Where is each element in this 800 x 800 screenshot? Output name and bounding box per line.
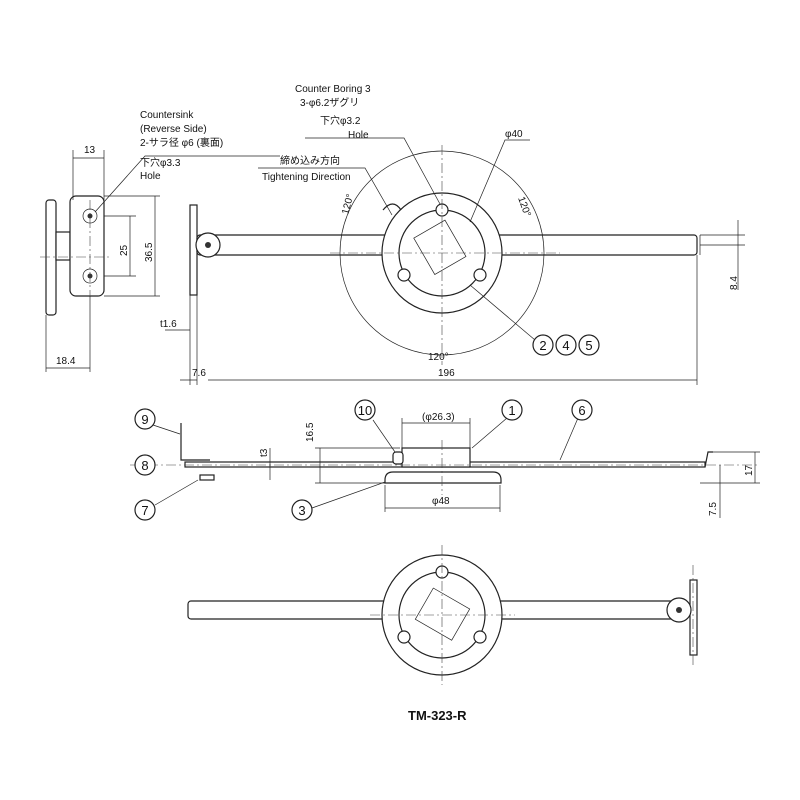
countersink-line-2: (Reverse Side) [140, 124, 207, 135]
part-7: 7 [141, 503, 148, 518]
part-4: 4 [562, 338, 569, 353]
dim-phi40: φ40 [505, 129, 523, 140]
part-1: 1 [508, 403, 515, 418]
model-title: TM-323-R [408, 708, 467, 723]
dim-t3: t3 [259, 448, 270, 457]
side-view: 13 25 36.5 18.4 Countersink (Reverse Sid… [40, 110, 280, 372]
tightening-jp: 締め込み方向 [280, 154, 340, 167]
countersink-line-5: Hole [140, 171, 161, 182]
dim-phi26-3: (φ26.3) [422, 412, 455, 423]
part-10: 10 [358, 403, 372, 418]
dim-7-5: 7.5 [708, 502, 719, 516]
countersink-line-3: 2-サラ径 φ6 (裏面) [140, 136, 223, 149]
angle-120-left: 120° [340, 193, 356, 216]
part-callouts-elevation: 9 8 7 10 1 6 3 [134, 399, 593, 521]
counterbore-line-2: 3-φ6.2ザグリ [300, 96, 359, 109]
counterbore-line-3: 下穴φ3.2 [320, 114, 361, 127]
dim-13: 13 [84, 145, 96, 156]
tightening-en: Tightening Direction [262, 172, 351, 183]
angle-120-bottom: 120° [428, 352, 449, 363]
counterbore-line-4: Hole [348, 130, 369, 141]
countersink-line-4: 下穴φ3.3 [140, 156, 181, 169]
dim-196: 196 [438, 368, 455, 379]
dim-8-4: 8.4 [729, 276, 740, 290]
counterbore-line-1: Counter Boring 3 [295, 84, 371, 95]
dim-t1-6: t1.6 [160, 319, 177, 330]
dim-7-6: 7.6 [192, 368, 206, 379]
part-5: 5 [585, 338, 592, 353]
front-view: t1.6 7.6 196 8.4 φ40 120° 120° 120° Coun… [160, 84, 745, 385]
rear-view [187, 545, 698, 685]
part-3: 3 [298, 503, 305, 518]
dim-36-5: 36.5 [144, 242, 155, 262]
rotation-arrow-icon [382, 203, 402, 211]
part-6: 6 [578, 403, 585, 418]
angle-120-right: 120° [515, 195, 532, 218]
dim-phi48: φ48 [432, 496, 450, 507]
dim-18-4: 18.4 [56, 356, 76, 367]
part-2: 2 [539, 338, 546, 353]
part-callouts-2-4-5: 2 4 5 [532, 334, 600, 356]
dim-16-5: 16.5 [305, 422, 316, 442]
countersink-line-1: Countersink [140, 110, 194, 121]
part-8: 8 [141, 458, 148, 473]
elevation-view: (φ26.3) 16.5 t3 φ48 17 7.5 9 8 7 10 1 6 … [130, 399, 760, 521]
part-9: 9 [141, 412, 148, 427]
dim-25: 25 [119, 244, 130, 256]
dim-17: 17 [744, 464, 755, 476]
